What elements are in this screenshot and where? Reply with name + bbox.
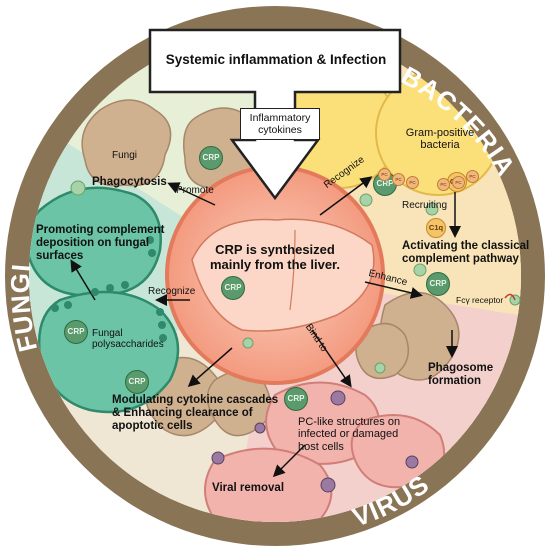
pc-marker: PC [452, 176, 465, 189]
center-text: CRP is synthesized mainly from the liver… [209, 242, 341, 272]
pc-marker: PC [466, 170, 479, 183]
activating-label: Activating the classical complement path… [402, 240, 530, 265]
crp-icon: CRP [125, 370, 149, 394]
c1q-icon: C1q [426, 218, 446, 238]
fungal-polysaccharides-label: Fungal polysaccharides [92, 328, 164, 351]
pc-marker: PC [437, 178, 450, 191]
recognize-top-arrow [319, 176, 373, 216]
promote-label: Promote [176, 185, 214, 196]
recruiting-label: Recruiting [402, 200, 448, 211]
phagocytosis-label: Phagocytosis [92, 176, 167, 188]
pc-marker: PC [378, 168, 391, 181]
modulating-arrow [187, 347, 233, 387]
gram-positive-label: Gram-positive bacteria [405, 127, 475, 152]
viral-removal-label: Viral removal [212, 482, 285, 494]
cytokines-box: Inflammatory cytokines [240, 108, 320, 141]
crp-icon: CRP [284, 387, 308, 411]
banner-title: Systemic inflammation & Infection [165, 52, 387, 67]
crp-icon: CRP [199, 146, 223, 170]
viral-removal-arrow [272, 444, 306, 478]
crp-icon: CRP [426, 272, 450, 296]
pc-like-label: PC-like structures on infected or damage… [298, 416, 401, 453]
recognize-left-label: Recognize [148, 286, 196, 297]
host-cell [204, 447, 333, 522]
modulating-label: Modulating cytokine cascades & Enhancing… [112, 394, 279, 432]
fungi-label: Fungi [112, 150, 138, 161]
polysaccharide-dots [51, 236, 167, 342]
fcy-receptor-label: Fcγ receptor [456, 295, 504, 305]
decor-spheres [70, 180, 521, 374]
crp-icon: CRP [64, 320, 88, 344]
liver-icon [191, 218, 375, 332]
virus-particles [211, 390, 419, 493]
phagosome-label: Phagosome formation [428, 362, 494, 387]
promote-arrow [167, 182, 216, 206]
pc-marker: PC [392, 173, 405, 186]
pc-marker: PC [406, 176, 419, 189]
crp-icon: CRP [221, 276, 245, 300]
phagocyte-cell [81, 99, 172, 187]
fcy-receptor-icon [504, 293, 516, 301]
enhance-arrow [364, 281, 423, 299]
promoting-label: Promoting complement deposition on funga… [36, 224, 165, 262]
bind-arrow [311, 329, 352, 388]
fungal-cell [29, 186, 162, 297]
